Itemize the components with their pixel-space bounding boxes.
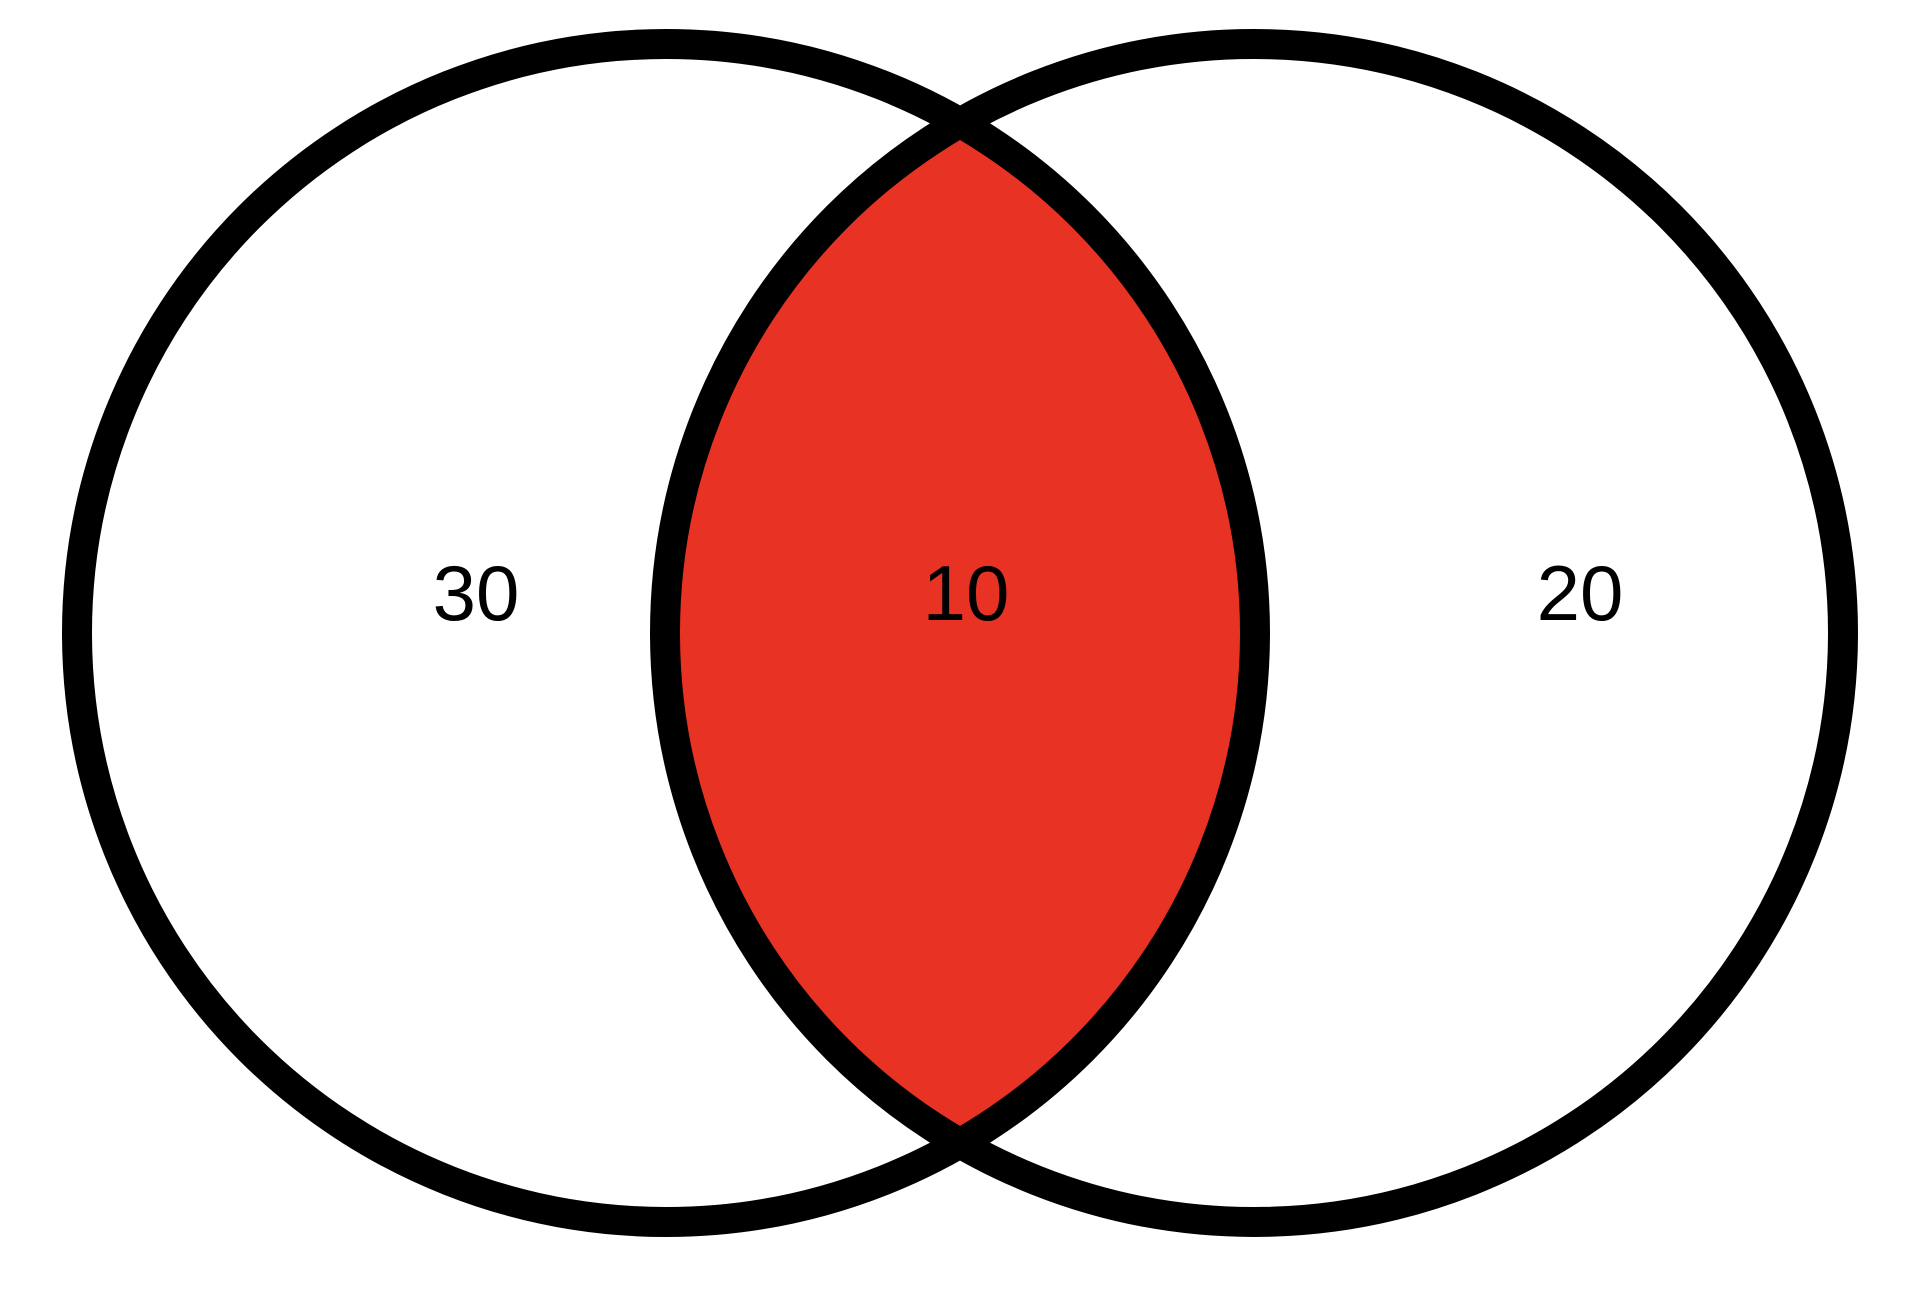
right-only-count: 20 [1537,549,1624,637]
right-set-circle [650,29,1858,1237]
left-set-circle [62,29,1270,1237]
left-only-count: 30 [433,549,520,637]
intersection-count: 10 [923,549,1010,637]
